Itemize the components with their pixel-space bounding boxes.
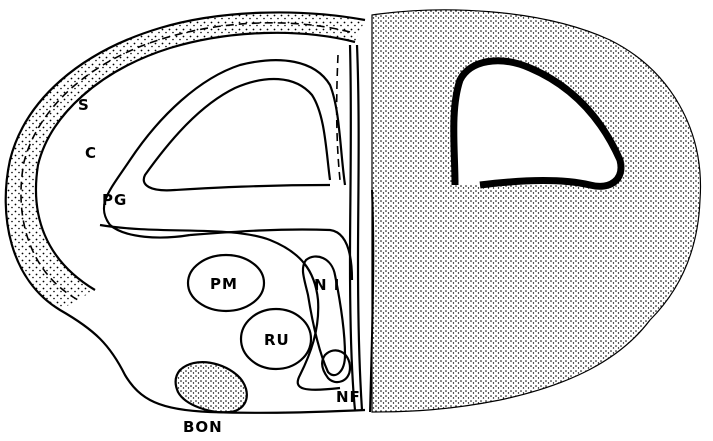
outer-contour [6,12,365,412]
cortex-band [6,12,365,310]
label-pg: PG [102,191,127,209]
midline-right [357,45,362,410]
label-ru: RU [264,331,290,349]
label-nf: NF [336,388,361,406]
tract-line [190,229,352,280]
label-ni: N I [314,276,340,294]
label-bon: BON [183,418,223,436]
ventricle-outer [104,60,345,237]
midline-left [350,45,355,410]
schematic-drawing [6,12,365,412]
bon-region [176,362,247,412]
label-pm: PM [210,275,238,293]
histology-photo [370,10,700,412]
label-s: S [78,96,90,114]
label-c: C [85,144,97,162]
ventricle-inner [144,79,330,190]
